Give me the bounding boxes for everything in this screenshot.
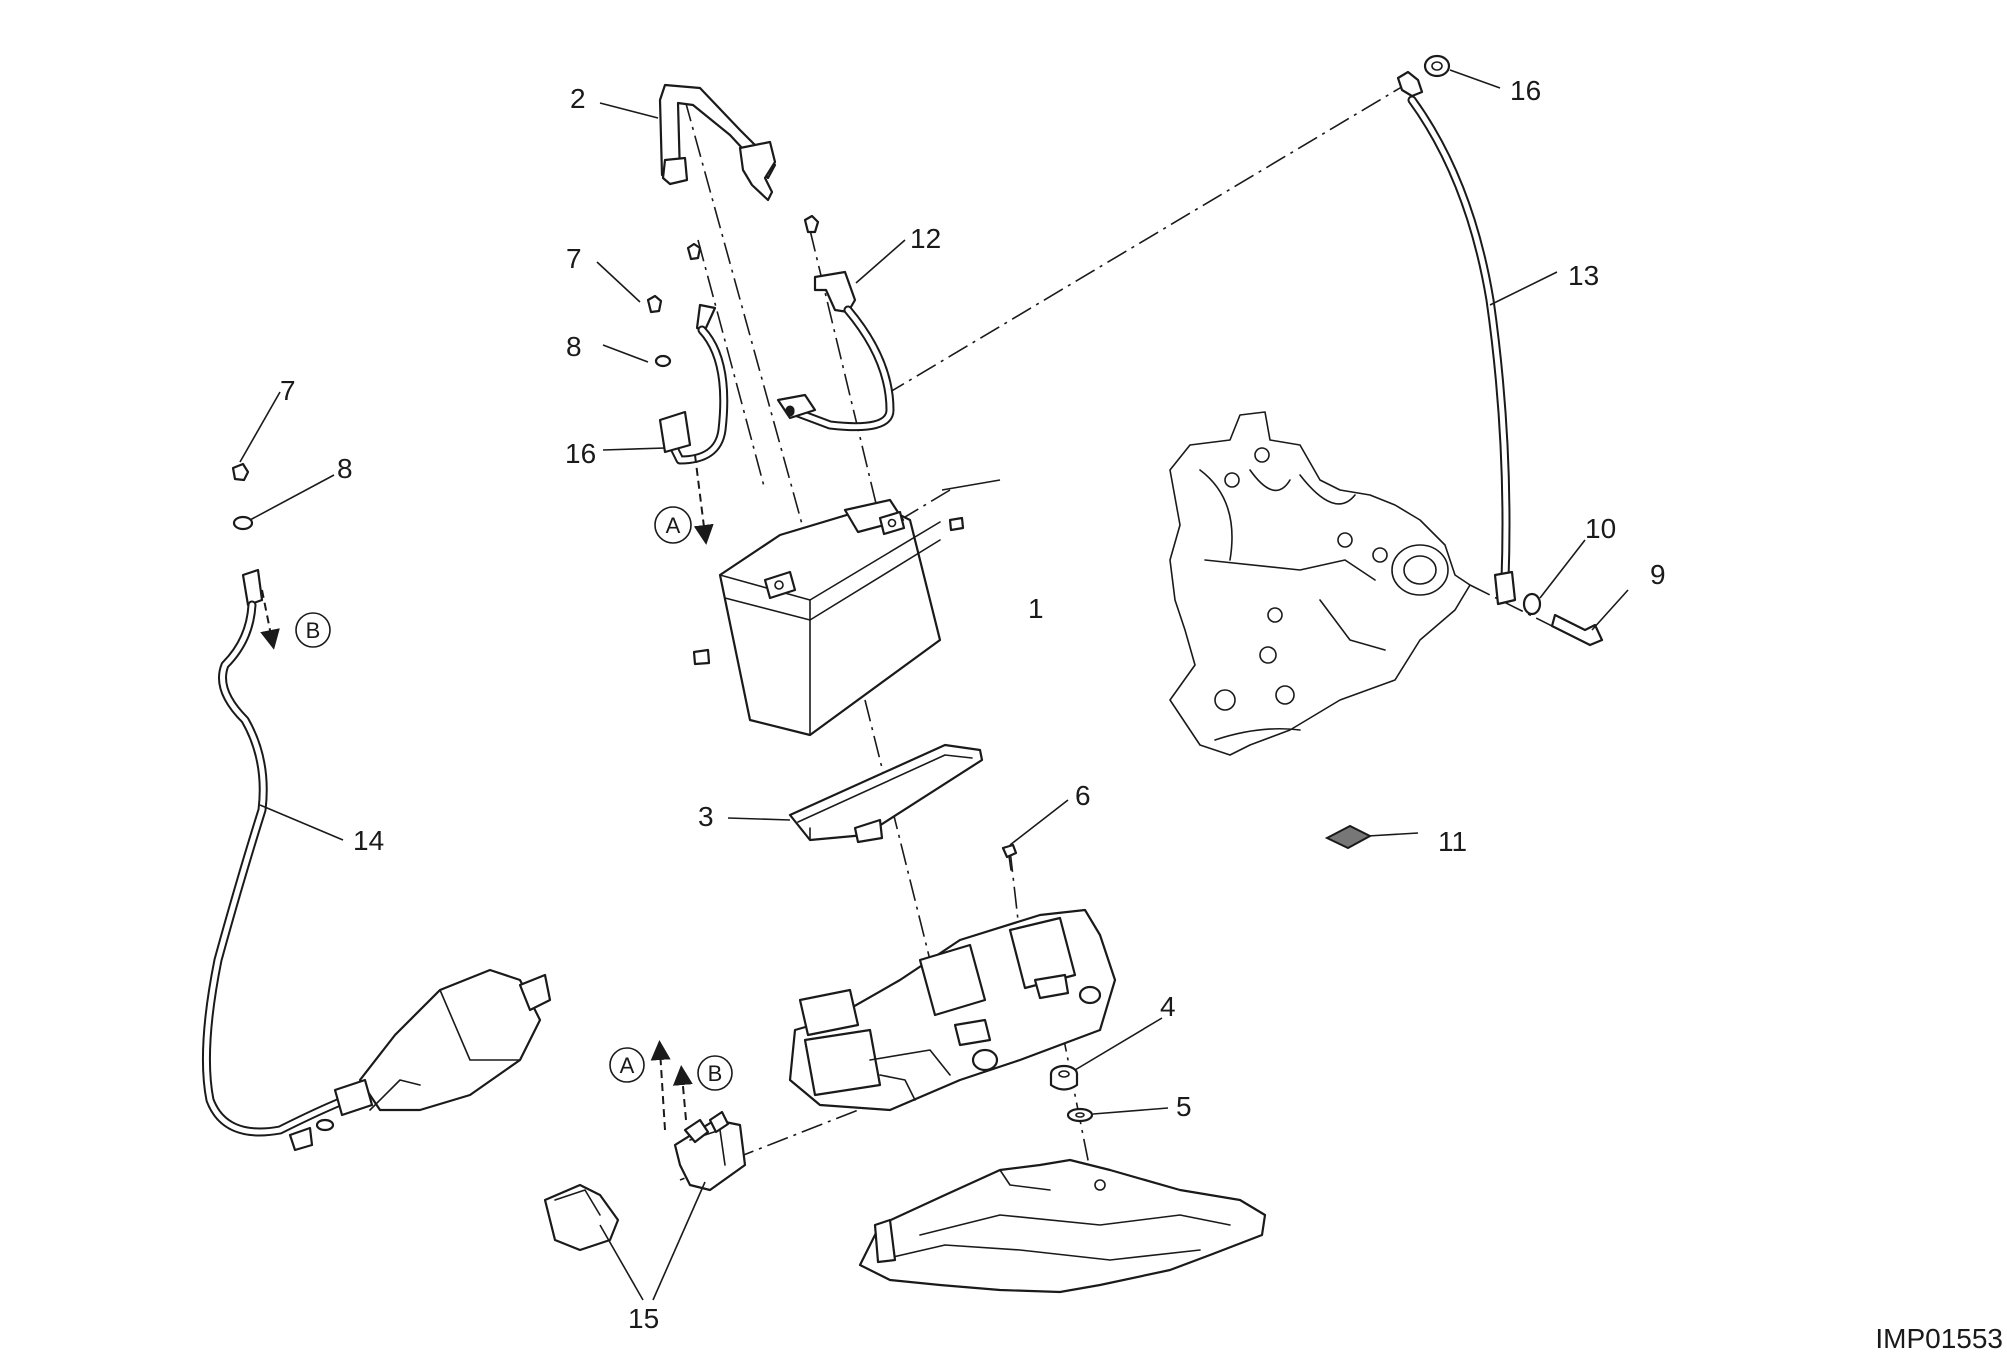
- marker-a-top: A: [654, 506, 692, 544]
- marker-a-bottom: A: [609, 1047, 645, 1083]
- part-3-battery-tray: [788, 743, 984, 844]
- central-component-holder: [788, 908, 1117, 1112]
- callout-9: 9: [1650, 559, 1666, 590]
- callout-10: 10: [1585, 513, 1616, 544]
- callout-3: 3: [698, 801, 714, 832]
- part-11-pad: [1324, 824, 1373, 850]
- part-1-battery: [692, 498, 965, 737]
- connection-markers: A B A B: [295, 506, 733, 1091]
- svg-text:B: B: [708, 1061, 723, 1086]
- svg-text:B: B: [306, 618, 321, 643]
- callout-13: 13: [1568, 260, 1599, 291]
- engine-crankcase: [1169, 411, 1471, 756]
- drawing-code: IMP01553: [1875, 1323, 2003, 1354]
- callout-5: 5: [1176, 1091, 1192, 1122]
- callout-numbers: 1 2 3 4 5 6 7 7 8 8 9 10 11 12 13 14 15 …: [280, 75, 1666, 1334]
- part-14-starter-cable: [201, 462, 350, 1137]
- part-13-ground-cable: [1396, 70, 1517, 606]
- starter-motor: [288, 968, 552, 1152]
- callout-16-left: 16: [565, 438, 596, 469]
- part-16-terminal-cap: [1423, 54, 1451, 78]
- callout-8-left: 8: [337, 453, 353, 484]
- part-12-positive-cable: [776, 214, 895, 432]
- callout-7-top: 7: [566, 243, 582, 274]
- connection-arrows: [260, 454, 714, 1131]
- callout-15: 15: [628, 1303, 659, 1334]
- part-5-washer: [1066, 1107, 1094, 1123]
- part-10-washer: [1522, 592, 1542, 616]
- part-15-starter-relay: [543, 1110, 747, 1252]
- svg-text:A: A: [620, 1053, 635, 1078]
- lower-cover: [858, 1158, 1267, 1294]
- callout-14: 14: [353, 825, 384, 856]
- part-6-screw: [1001, 843, 1018, 871]
- callout-1: 1: [1028, 593, 1044, 624]
- callout-6: 6: [1075, 780, 1091, 811]
- callout-4: 4: [1160, 991, 1176, 1022]
- callout-2: 2: [570, 83, 586, 114]
- callout-11: 11: [1438, 826, 1467, 857]
- callout-8-top: 8: [566, 331, 582, 362]
- callout-12: 12: [910, 223, 941, 254]
- svg-text:A: A: [666, 513, 681, 538]
- marker-b-top: B: [295, 612, 331, 648]
- callout-16-top: 16: [1510, 75, 1541, 106]
- part-16-negative-cable-assembly: [646, 242, 729, 465]
- callout-7-left: 7: [280, 375, 296, 406]
- part-4-grommet: [1049, 1064, 1079, 1091]
- leader-lines: [239, 69, 1629, 1301]
- part-2-battery-strap: [658, 83, 777, 202]
- part-9-bolt: [1550, 613, 1604, 647]
- marker-b-bottom: B: [697, 1055, 733, 1091]
